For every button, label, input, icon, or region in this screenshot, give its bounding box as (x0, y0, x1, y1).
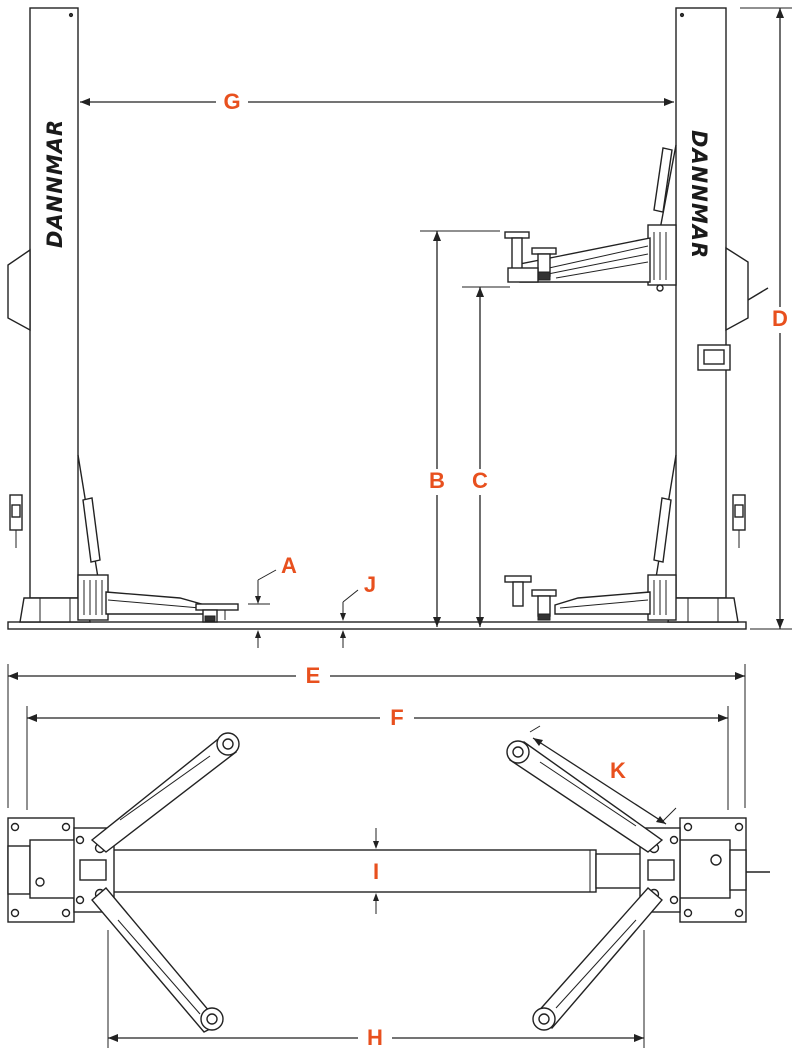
base-plate (7, 621, 747, 630)
dimension-g: G (80, 89, 674, 114)
dimension-c: C (462, 286, 510, 627)
label-i: I (373, 859, 379, 884)
swing-arm-right-upper (506, 740, 664, 853)
dimension-k: K (529, 725, 677, 825)
label-e: E (306, 663, 321, 688)
swing-arm-right-lower (532, 887, 663, 1031)
swing-arm-left-upper (90, 732, 240, 853)
dimension-e: E (7, 663, 746, 808)
dimension-j: J (340, 572, 376, 648)
label-c: C (472, 468, 488, 493)
right-column-footprint (639, 817, 770, 923)
front-elevation-view: DANNMAR (7, 7, 794, 648)
label-b: B (429, 468, 445, 493)
swing-arm-left-lower (91, 887, 224, 1033)
dimension-a: A (248, 553, 297, 648)
dimension-i: I (364, 828, 388, 914)
label-k: K (610, 758, 626, 783)
right-column-brand: DANNMAR (687, 130, 711, 259)
left-column-brand: DANNMAR (43, 119, 67, 248)
dimension-h: H (107, 930, 645, 1050)
dimension-b: B (420, 230, 500, 627)
label-d: D (772, 306, 788, 331)
label-j: J (364, 572, 376, 597)
label-f: F (390, 705, 403, 730)
right-column: DANNMAR (504, 7, 769, 623)
label-h: H (367, 1025, 383, 1050)
left-column: DANNMAR (7, 7, 239, 623)
dimension-d: D (740, 7, 794, 630)
label-a: A (281, 553, 297, 578)
dimension-f: F (26, 705, 729, 810)
label-g: G (223, 89, 240, 114)
base-crossbar (107, 849, 597, 893)
top-plan-view: E F (7, 663, 770, 1050)
